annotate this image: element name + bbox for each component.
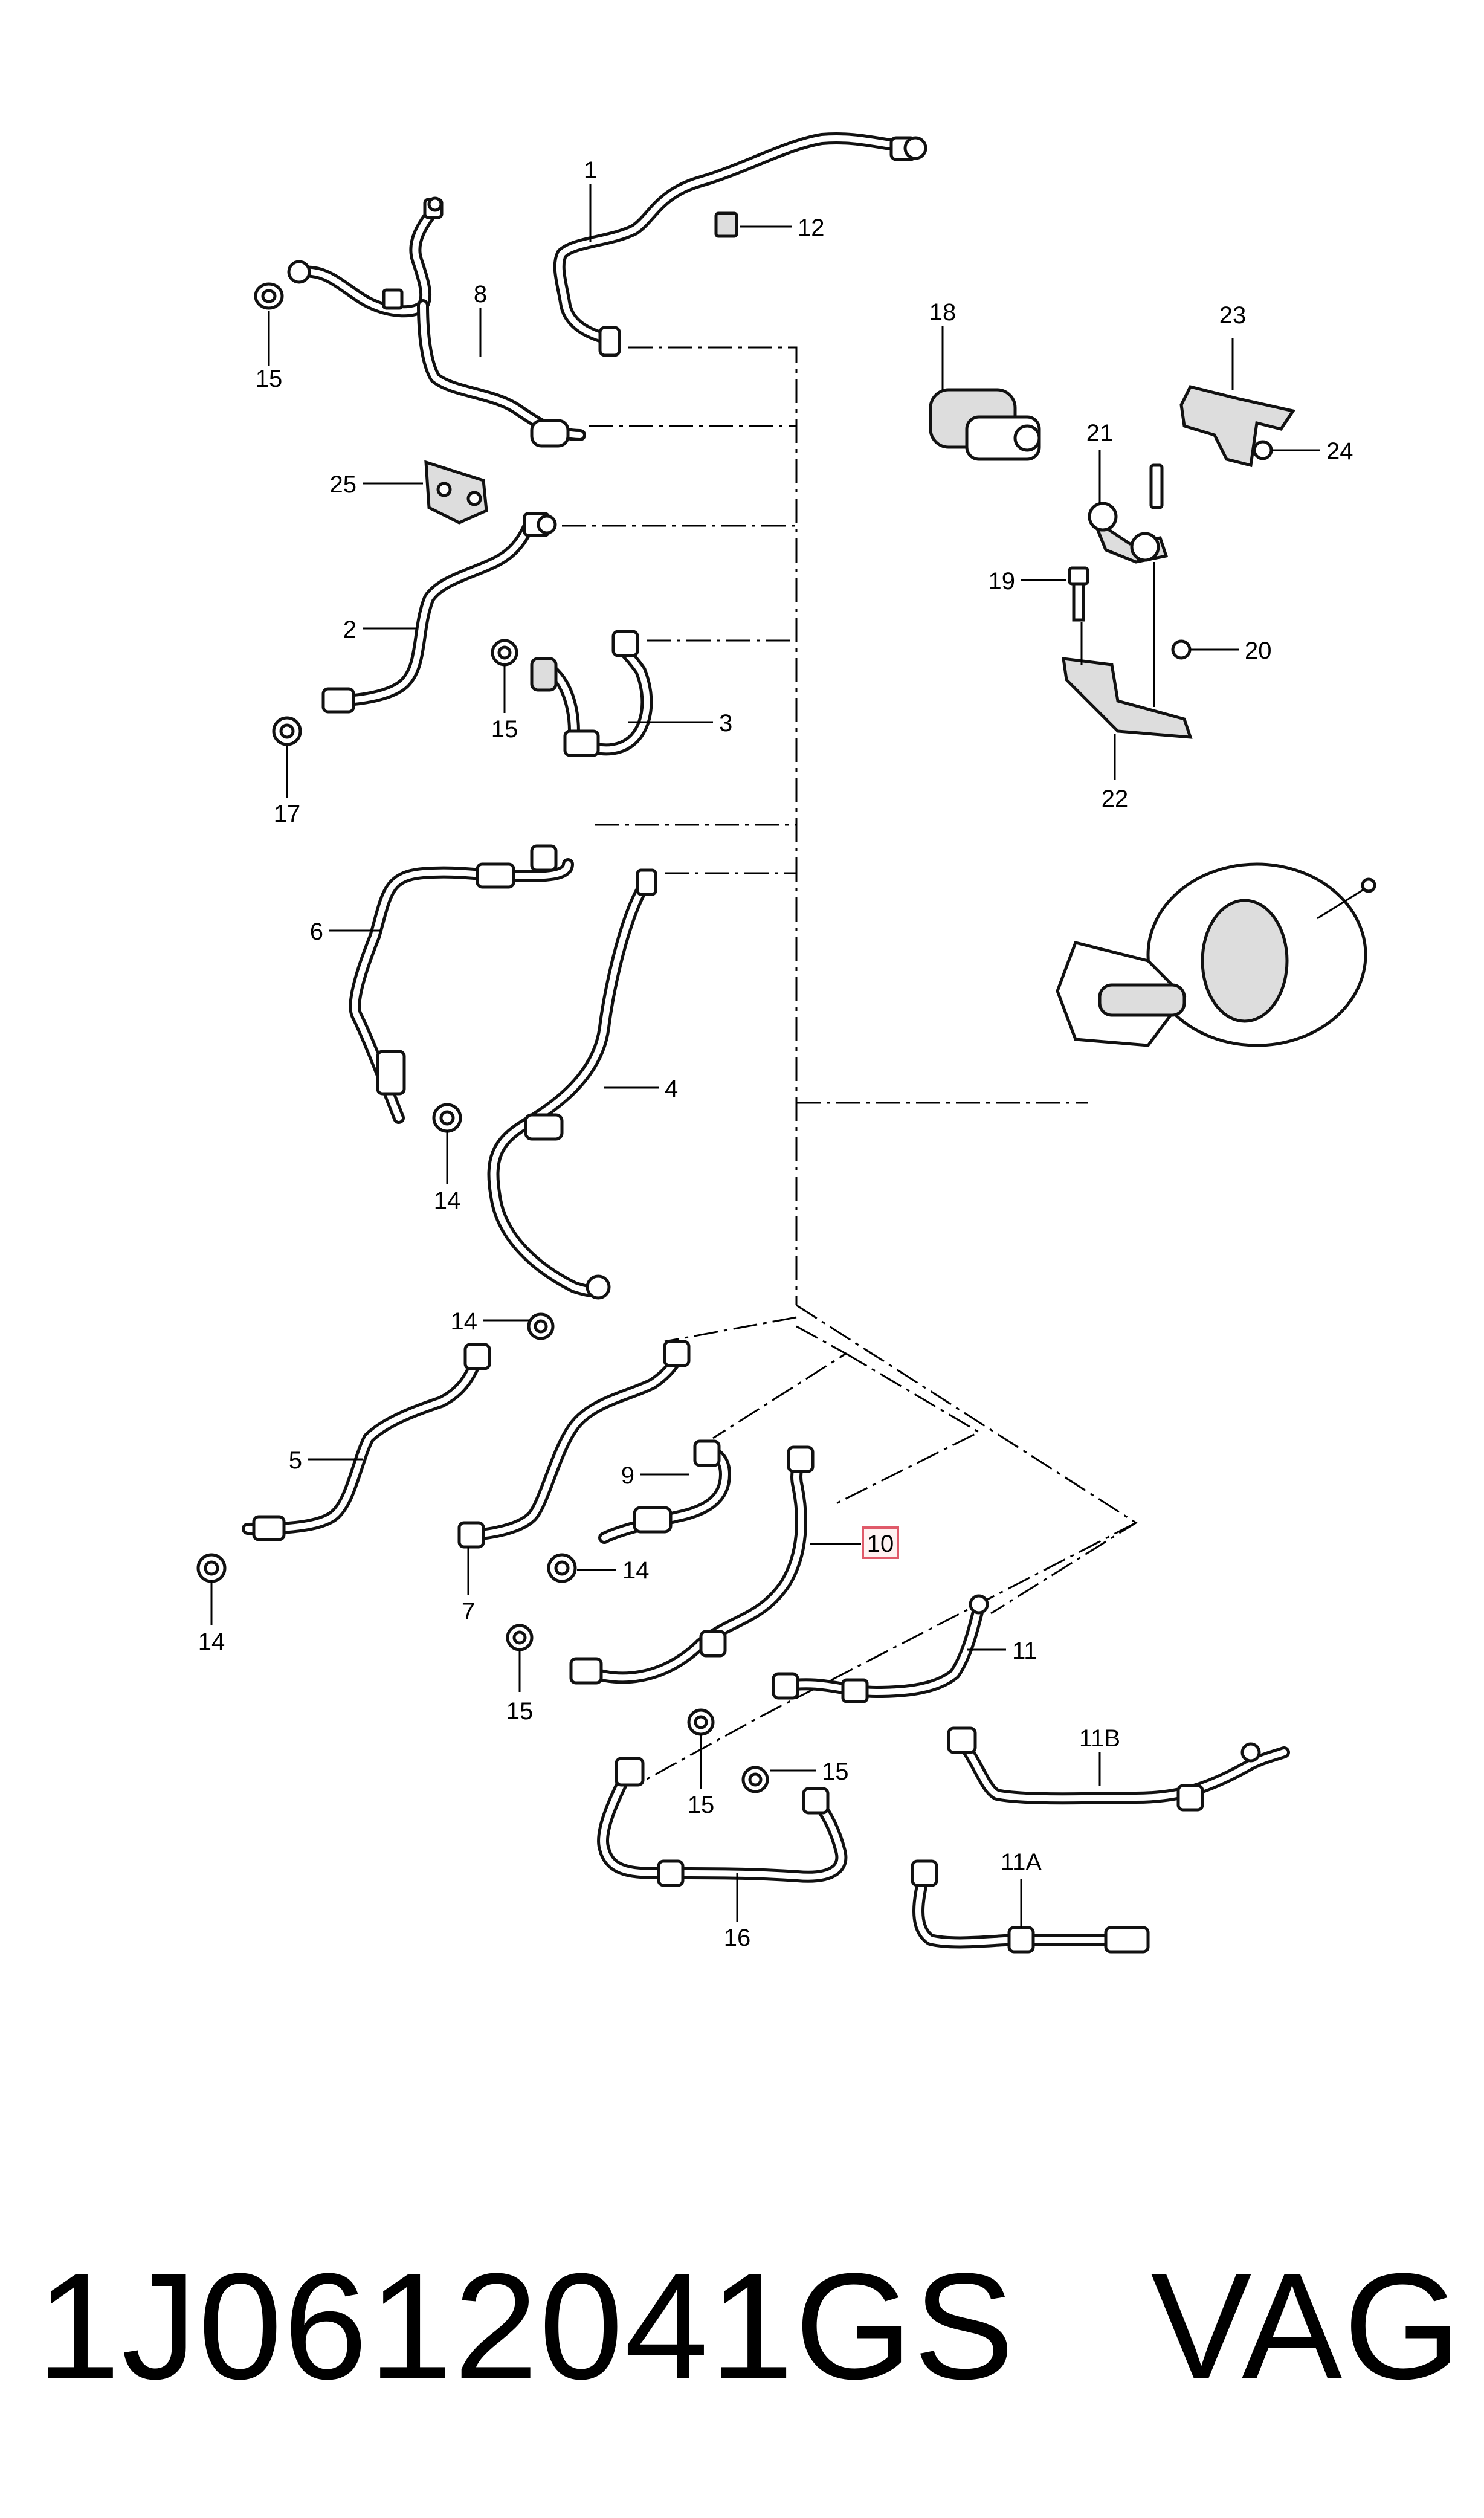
clip-part-15-e bbox=[741, 1766, 769, 1793]
sleeve-part-25 bbox=[424, 460, 488, 525]
hose-part-11b bbox=[947, 1726, 1290, 1812]
bolt-part-19 bbox=[1068, 566, 1089, 622]
callout-21: 21 bbox=[1086, 420, 1114, 447]
callout-19: 19 bbox=[989, 568, 1016, 595]
callout-15-e: 15 bbox=[822, 1758, 849, 1785]
brand-name: VAG bbox=[1150, 2242, 1462, 2410]
clip-part-14-a bbox=[432, 1103, 462, 1133]
callout-2: 2 bbox=[343, 616, 356, 643]
bracket-part-23 bbox=[1179, 385, 1296, 468]
callout-4: 4 bbox=[665, 1076, 678, 1102]
callout-22: 22 bbox=[1102, 786, 1129, 812]
leader-lines bbox=[210, 184, 1320, 1928]
hose-part-8 bbox=[287, 196, 586, 448]
hose-part-7 bbox=[457, 1340, 691, 1549]
nut-part-20 bbox=[1171, 639, 1192, 660]
callout-14-c: 14 bbox=[198, 1629, 225, 1655]
callout-25: 25 bbox=[330, 471, 357, 498]
callout-11: 11 bbox=[1012, 1638, 1037, 1664]
hose-part-11a bbox=[911, 1859, 1150, 1954]
callout-15-c: 15 bbox=[506, 1698, 534, 1725]
hose-part-10 bbox=[569, 1445, 815, 1685]
callout-18: 18 bbox=[929, 299, 957, 326]
callout-15-d: 15 bbox=[688, 1792, 715, 1818]
hose-part-9 bbox=[598, 1439, 731, 1544]
callout-16: 16 bbox=[724, 1925, 751, 1951]
reference-lines bbox=[562, 346, 1138, 1784]
callout-12: 12 bbox=[798, 215, 825, 241]
hose-part-11 bbox=[772, 1594, 989, 1703]
hose-part-1 bbox=[553, 132, 928, 357]
callout-15-a: 15 bbox=[256, 366, 283, 392]
clip-part-14-b bbox=[196, 1553, 227, 1583]
footer: 1J0612041GS VAG bbox=[36, 2236, 1462, 2417]
callout-8: 8 bbox=[474, 281, 487, 308]
callout-23: 23 bbox=[1219, 302, 1247, 329]
clip-part-15-b bbox=[491, 639, 518, 667]
callout-14-d: 14 bbox=[622, 1557, 650, 1584]
hose-part-16 bbox=[597, 1757, 848, 1887]
callout-24: 24 bbox=[1326, 438, 1353, 465]
nut-part-24 bbox=[1253, 440, 1273, 460]
callout-10-highlight bbox=[862, 1526, 899, 1559]
callout-11b: 11B bbox=[1079, 1725, 1120, 1752]
callout-3: 3 bbox=[719, 710, 732, 737]
callout-10: 10 bbox=[867, 1531, 894, 1557]
hose-part-3 bbox=[530, 630, 653, 757]
hose-part-5 bbox=[242, 1343, 491, 1541]
hose-part-6 bbox=[349, 844, 574, 1124]
clip-part-14-d bbox=[547, 1553, 577, 1583]
callout-14-a: 14 bbox=[434, 1187, 461, 1214]
callout-20: 20 bbox=[1245, 638, 1272, 664]
clip-part-15-c bbox=[506, 1624, 534, 1651]
callout-7: 7 bbox=[462, 1598, 475, 1625]
clip-part-14-c bbox=[527, 1312, 555, 1340]
callout-17: 17 bbox=[274, 801, 301, 827]
callout-11a: 11A bbox=[1001, 1849, 1042, 1876]
callout-9: 9 bbox=[621, 1462, 634, 1489]
bracket-part-22 bbox=[1062, 562, 1193, 739]
callout-6: 6 bbox=[310, 918, 323, 945]
hose-part-4 bbox=[487, 868, 657, 1300]
hose-part-2 bbox=[321, 512, 557, 714]
callout-labels: 1 12 8 15 25 2 17 15 3 6 14 4 14 5 14 7 … bbox=[198, 157, 1353, 1951]
clip-part-15-d bbox=[687, 1708, 715, 1736]
callout-1: 1 bbox=[584, 157, 597, 184]
mount-part-21 bbox=[1088, 463, 1169, 564]
part-number: 1J0612041GS bbox=[36, 2242, 1016, 2410]
vacuum-hose-diagram: 1 12 8 15 25 2 17 15 3 6 14 4 14 5 14 7 … bbox=[196, 132, 1376, 1954]
callout-14-b: 14 bbox=[451, 1308, 478, 1335]
callout-5: 5 bbox=[289, 1447, 302, 1474]
clip-part-17 bbox=[272, 716, 302, 746]
vacuum-pump-part-18 bbox=[929, 388, 1041, 461]
callout-15-b: 15 bbox=[491, 716, 518, 743]
clip-part-15 bbox=[254, 282, 284, 310]
brake-booster bbox=[1056, 862, 1376, 1047]
